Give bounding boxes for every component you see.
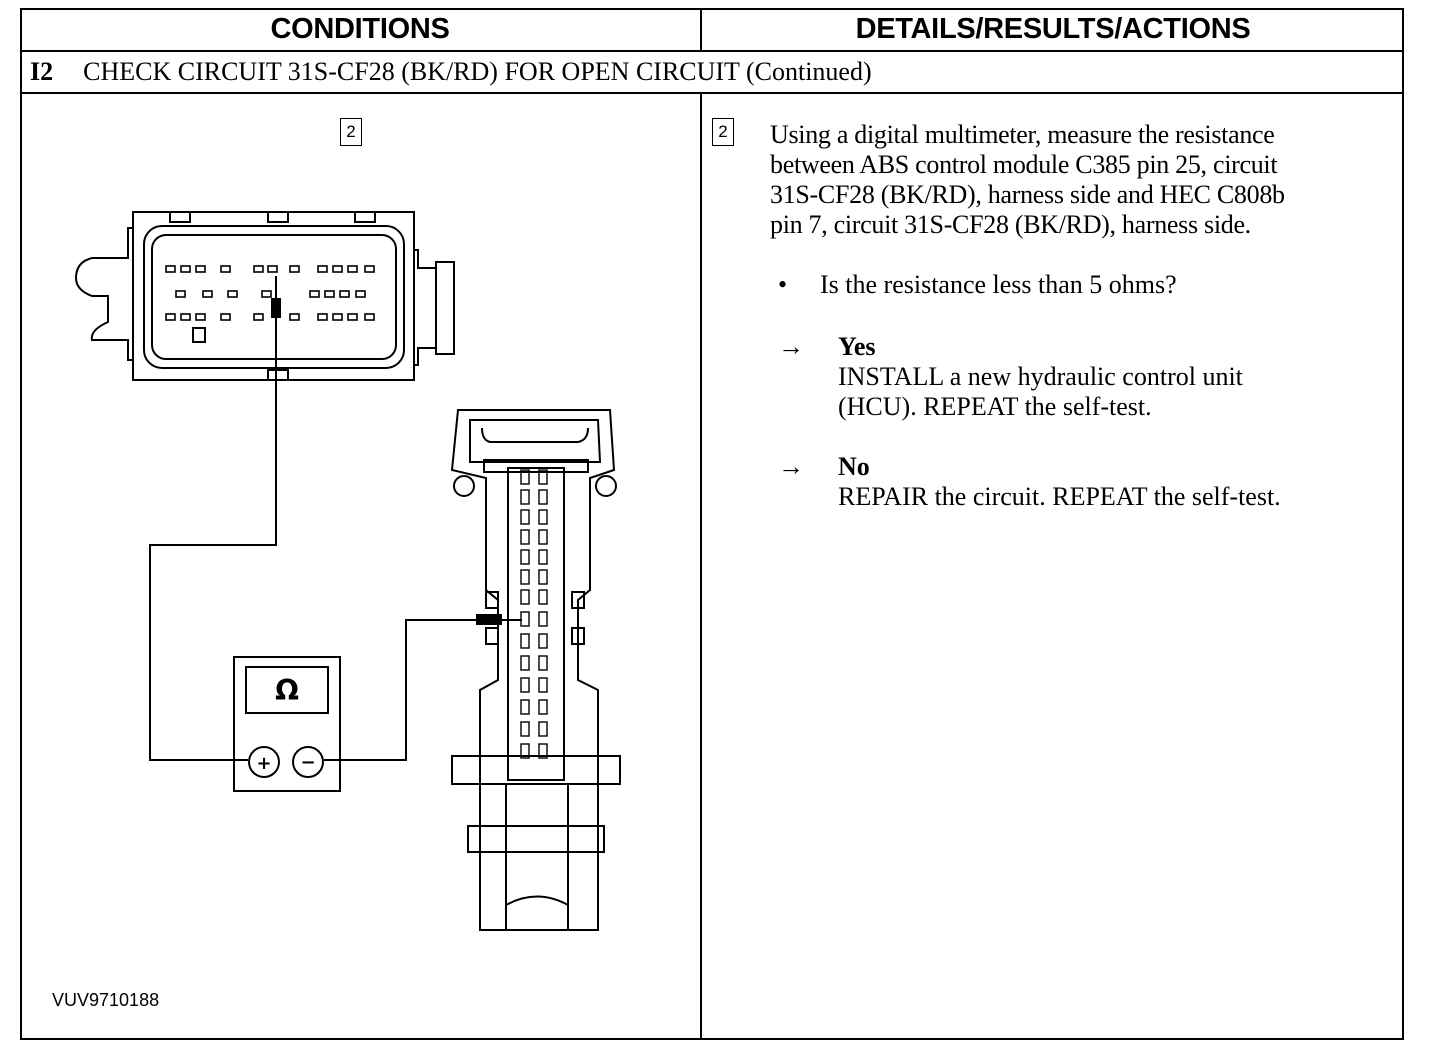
- table-frame: [20, 8, 1404, 1040]
- step-number: I2: [30, 57, 54, 86]
- ohm-symbol: Ω: [275, 674, 299, 707]
- question-text: Is the resistance less than 5 ohms?: [820, 270, 1177, 299]
- test-lead-positive: [149, 318, 277, 761]
- minus-terminal-label: −: [300, 752, 315, 773]
- abs-module-connector: [74, 211, 455, 381]
- answer-action: REPAIR the circuit. REPEAT the self-test…: [838, 482, 1398, 512]
- question: • Is the resistance less than 5 ohms?: [778, 270, 1177, 300]
- action-line: REPAIR the circuit. REPEAT the self-test…: [838, 482, 1281, 511]
- abs-pin-rows: [165, 265, 375, 321]
- arrow-right-icon: →: [778, 332, 804, 361]
- answer-label: No: [838, 452, 870, 481]
- arrow-right-icon: →: [778, 452, 804, 481]
- instruction-line: Using a digital multimeter, measure the …: [770, 120, 1275, 149]
- instruction-text: Using a digital multimeter, measure the …: [770, 120, 1410, 240]
- answer-action: INSTALL a new hydraulic control unit (HC…: [838, 362, 1398, 422]
- conditions-header: CONDITIONS: [270, 13, 450, 45]
- probe-hec-pin-7: [476, 614, 522, 625]
- column-divider: [700, 92, 702, 1040]
- step-title: CHECK CIRCUIT 31S-CF28 (BK/RD) FOR OPEN …: [83, 57, 872, 86]
- figure-id: VUV9710188: [52, 990, 160, 1010]
- answer-label: Yes: [838, 332, 876, 361]
- column-divider-top: [700, 8, 702, 52]
- hec-connector: [450, 409, 621, 931]
- multimeter: [233, 656, 341, 792]
- figure-step-ref: 2: [340, 118, 362, 146]
- bullet-icon: •: [778, 270, 788, 299]
- probe-abs-pin-25: [271, 276, 281, 318]
- details-header: DETAILS/RESULTS/ACTIONS: [855, 13, 1251, 45]
- test-lead-negative: [324, 619, 478, 761]
- instruction-line: between ABS control module C385 pin 25, …: [770, 150, 1278, 179]
- instruction-line: pin 7, circuit 31S-CF28 (BK/RD), harness…: [770, 210, 1251, 239]
- plus-terminal-label: +: [256, 753, 271, 774]
- instruction-line: 31S-CF28 (BK/RD), harness side and HEC C…: [770, 180, 1285, 209]
- action-line: INSTALL a new hydraulic control unit: [838, 362, 1243, 391]
- wiring-diagram: Ω + −: [74, 211, 621, 931]
- step-title-row: I2 CHECK CIRCUIT 31S-CF28 (BK/RD) FOR OP…: [30, 52, 872, 92]
- title-divider: [20, 92, 1404, 94]
- header-divider: [20, 50, 1404, 52]
- action-line: (HCU). REPEAT the self-test.: [838, 392, 1152, 421]
- instruction-step-ref: 2: [712, 118, 734, 146]
- hec-pin-columns: [520, 469, 548, 759]
